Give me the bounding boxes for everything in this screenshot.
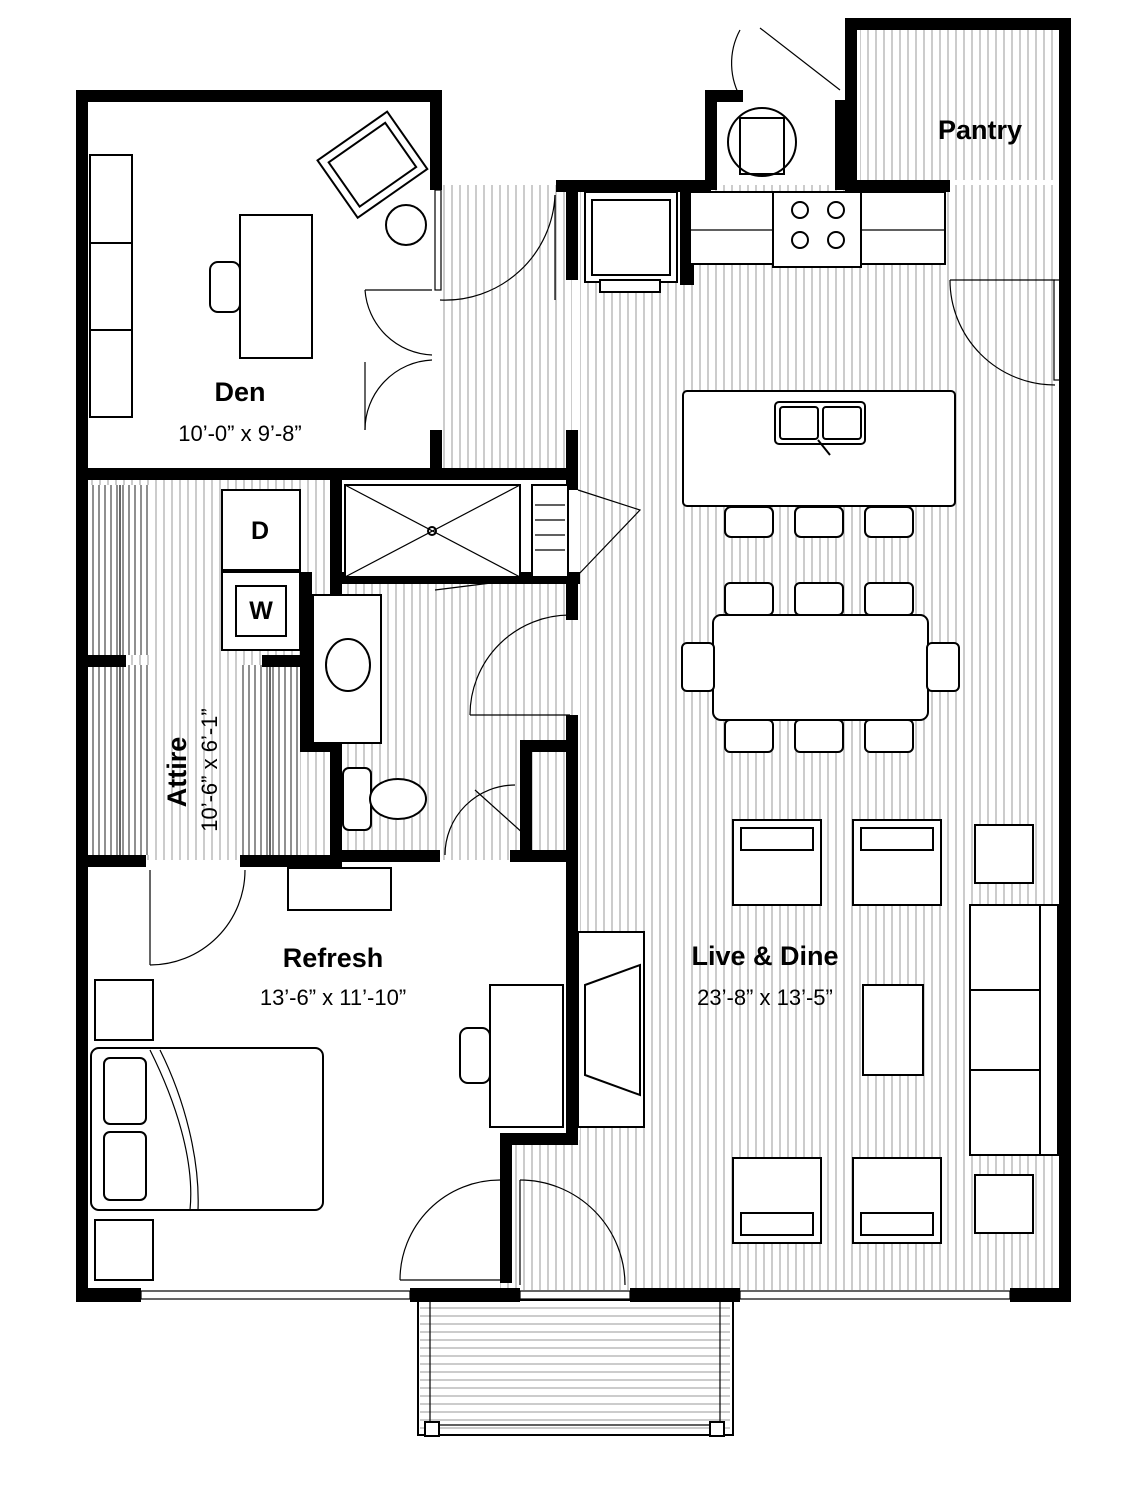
- walls: [76, 18, 1071, 1302]
- live-dine-dimensions: 23’-8” x 13’-5”: [697, 985, 833, 1010]
- kitchen: [584, 107, 956, 538]
- pantry-label: Pantry: [938, 115, 1022, 145]
- attire-dimensions: 10’-6” x 6’-1”: [197, 708, 222, 831]
- refresh-label: Refresh: [283, 943, 384, 973]
- dining: [681, 582, 960, 753]
- closet-hanging-rods: [90, 485, 300, 855]
- den-dimensions: 10’-0” x 9’-8”: [178, 421, 301, 446]
- bedroom-furniture: [90, 867, 564, 1281]
- refresh-dimensions: 13’-6” x 11’-10”: [260, 985, 406, 1010]
- balcony: [417, 1299, 734, 1437]
- den-furniture: [89, 110, 429, 418]
- windows: [140, 189, 1061, 1300]
- dryer-label: D: [251, 517, 269, 545]
- attire-label: Attire: [162, 737, 192, 808]
- washer-label: W: [249, 597, 273, 625]
- room-labels: Den 10’-0” x 9’-8” Pantry Attire 10’-6” …: [162, 115, 1022, 1010]
- live-dine-label: Live & Dine: [691, 941, 838, 971]
- doors: [149, 27, 1056, 1286]
- living: [577, 819, 1059, 1244]
- bath: [312, 484, 569, 831]
- den-label: Den: [214, 377, 265, 407]
- laundry: [221, 489, 301, 651]
